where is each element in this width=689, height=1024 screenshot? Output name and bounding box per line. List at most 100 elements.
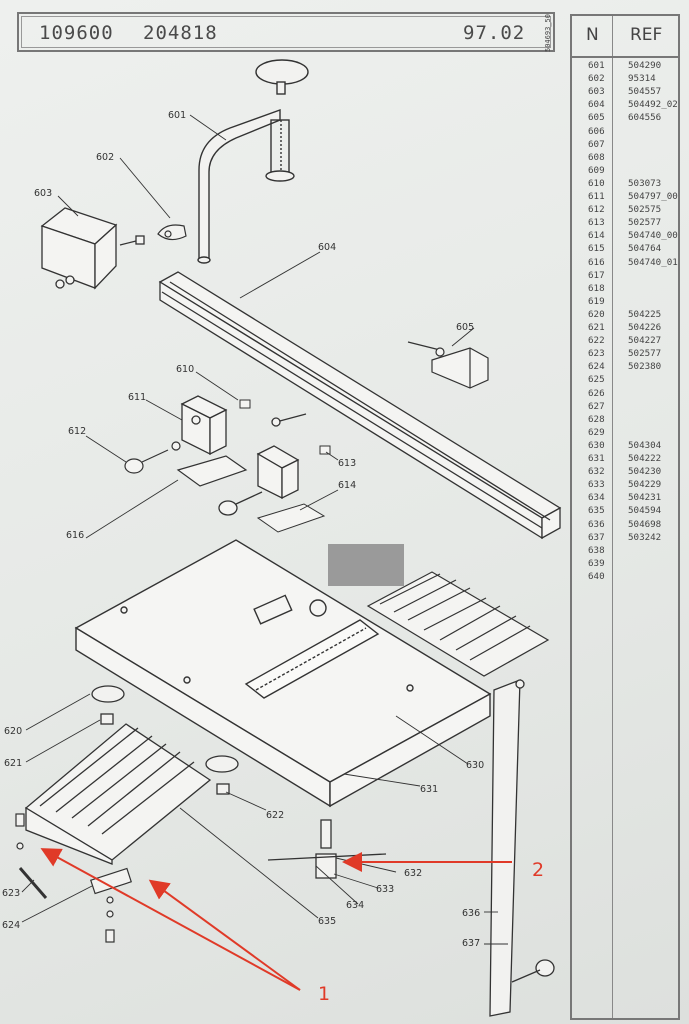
plate-616-part: [176, 455, 248, 487]
callout-611: 611: [128, 392, 146, 403]
ref-row-reference: 504225: [628, 308, 662, 320]
ref-row-number: 634: [588, 492, 605, 504]
right-extension-part: [366, 571, 550, 677]
ref-row-number: 631: [588, 453, 605, 464]
ref-row: 631 504222: [572, 453, 678, 466]
ref-row-number: 630: [588, 439, 605, 451]
ref-row-number: 615: [588, 243, 605, 255]
ref-row: 637 503242: [572, 532, 678, 545]
ref-row-reference: 504231: [628, 492, 662, 504]
end-block-part: [40, 207, 145, 290]
ref-row-reference: 504230: [628, 466, 662, 478]
ref-row-number: 638: [588, 544, 605, 556]
ref-row-number: 613: [588, 217, 605, 229]
ref-row-number: 639: [588, 557, 605, 569]
ref-row-reference: 502577: [628, 348, 662, 360]
ref-row-number: 633: [588, 479, 605, 491]
ref-row: 626: [572, 388, 678, 401]
callout-603: 603: [34, 188, 52, 199]
ref-row-reference: 604556: [628, 112, 662, 124]
callout-632: 632: [404, 868, 422, 879]
ref-col-ref-header: REF: [630, 25, 663, 45]
ref-row: 618: [572, 283, 678, 296]
ref-row-reference: 504226: [628, 322, 662, 333]
ref-row-number: 627: [588, 400, 605, 412]
knob-612-part: [124, 441, 181, 474]
ref-row-number: 635: [588, 505, 605, 517]
ref-row-number: 617: [588, 269, 605, 281]
ref-row-number: 628: [588, 413, 605, 425]
annotation-marker-2: 2: [532, 859, 544, 881]
header-code-2: 204818: [143, 22, 218, 44]
ref-row: 629: [572, 427, 678, 440]
ref-row: 613 502577: [572, 217, 678, 230]
ref-row: 640: [572, 571, 678, 584]
slider-block-part: [180, 395, 228, 456]
ref-row-reference: 504557: [628, 86, 662, 98]
ref-row-number: 611: [588, 191, 605, 202]
ref-row-reference: 502577: [628, 217, 662, 229]
callout-605: 605: [456, 322, 474, 333]
callout-623: 623: [2, 888, 20, 899]
callout-637: 637: [462, 938, 480, 949]
ref-row: 633 504229: [572, 479, 678, 492]
feet-parts: [91, 685, 239, 795]
ref-col-n-header: N: [586, 25, 599, 45]
callout-631: 631: [420, 784, 438, 795]
ref-row-number: 601: [588, 60, 605, 71]
header-inner-frame: [21, 16, 551, 48]
callout-622: 622: [266, 810, 284, 821]
redacted-label-box: [328, 544, 404, 586]
ref-row-number: 621: [588, 322, 605, 333]
ref-row: 639: [572, 558, 678, 571]
post-632-633-part: [267, 819, 387, 879]
header-code-1: 109600: [39, 22, 114, 44]
ref-row-number: 603: [588, 86, 605, 98]
callout-613: 613: [338, 458, 356, 469]
ref-row-number: 619: [588, 295, 605, 307]
ref-row: 607: [572, 139, 678, 152]
nut-610-part: [239, 399, 251, 409]
callout-604: 604: [318, 242, 336, 253]
ref-row-number: 606: [588, 125, 605, 137]
callout-633: 633: [376, 884, 394, 895]
ref-row-reference: 504222: [628, 453, 662, 464]
header-date: 97.02: [463, 22, 526, 44]
annotation-marker-1: 1: [318, 983, 330, 1005]
ref-row-number: 636: [588, 518, 605, 530]
ref-row-number: 637: [588, 531, 605, 543]
ref-row: 627: [572, 401, 678, 414]
callout-635: 635: [318, 916, 336, 927]
ref-row-reference: 504227: [628, 335, 662, 347]
callout-614: 614: [338, 480, 356, 491]
callout-630: 630: [466, 760, 484, 771]
callout-601: 601: [168, 110, 186, 121]
callout-602: 602: [96, 152, 114, 163]
ref-row-reference: 504797_00: [628, 191, 678, 202]
callout-616: 616: [66, 530, 84, 541]
ref-row-reference: 504229: [628, 479, 662, 491]
ref-row-number: 625: [588, 374, 605, 386]
slider-block-2-part: [218, 413, 307, 516]
callout-612: 612: [68, 426, 86, 437]
ref-row-number: 614: [588, 230, 605, 242]
ref-row: 606: [572, 126, 678, 139]
plate-614-part: [256, 503, 326, 533]
ref-row: 619: [572, 296, 678, 309]
ref-row-reference: 503242: [628, 531, 662, 543]
ref-row: 608: [572, 152, 678, 165]
ref-row-number: 610: [588, 177, 605, 189]
ref-row: 638: [572, 545, 678, 558]
ref-row-reference: 502380: [628, 361, 662, 373]
ref-row-number: 607: [588, 138, 605, 150]
